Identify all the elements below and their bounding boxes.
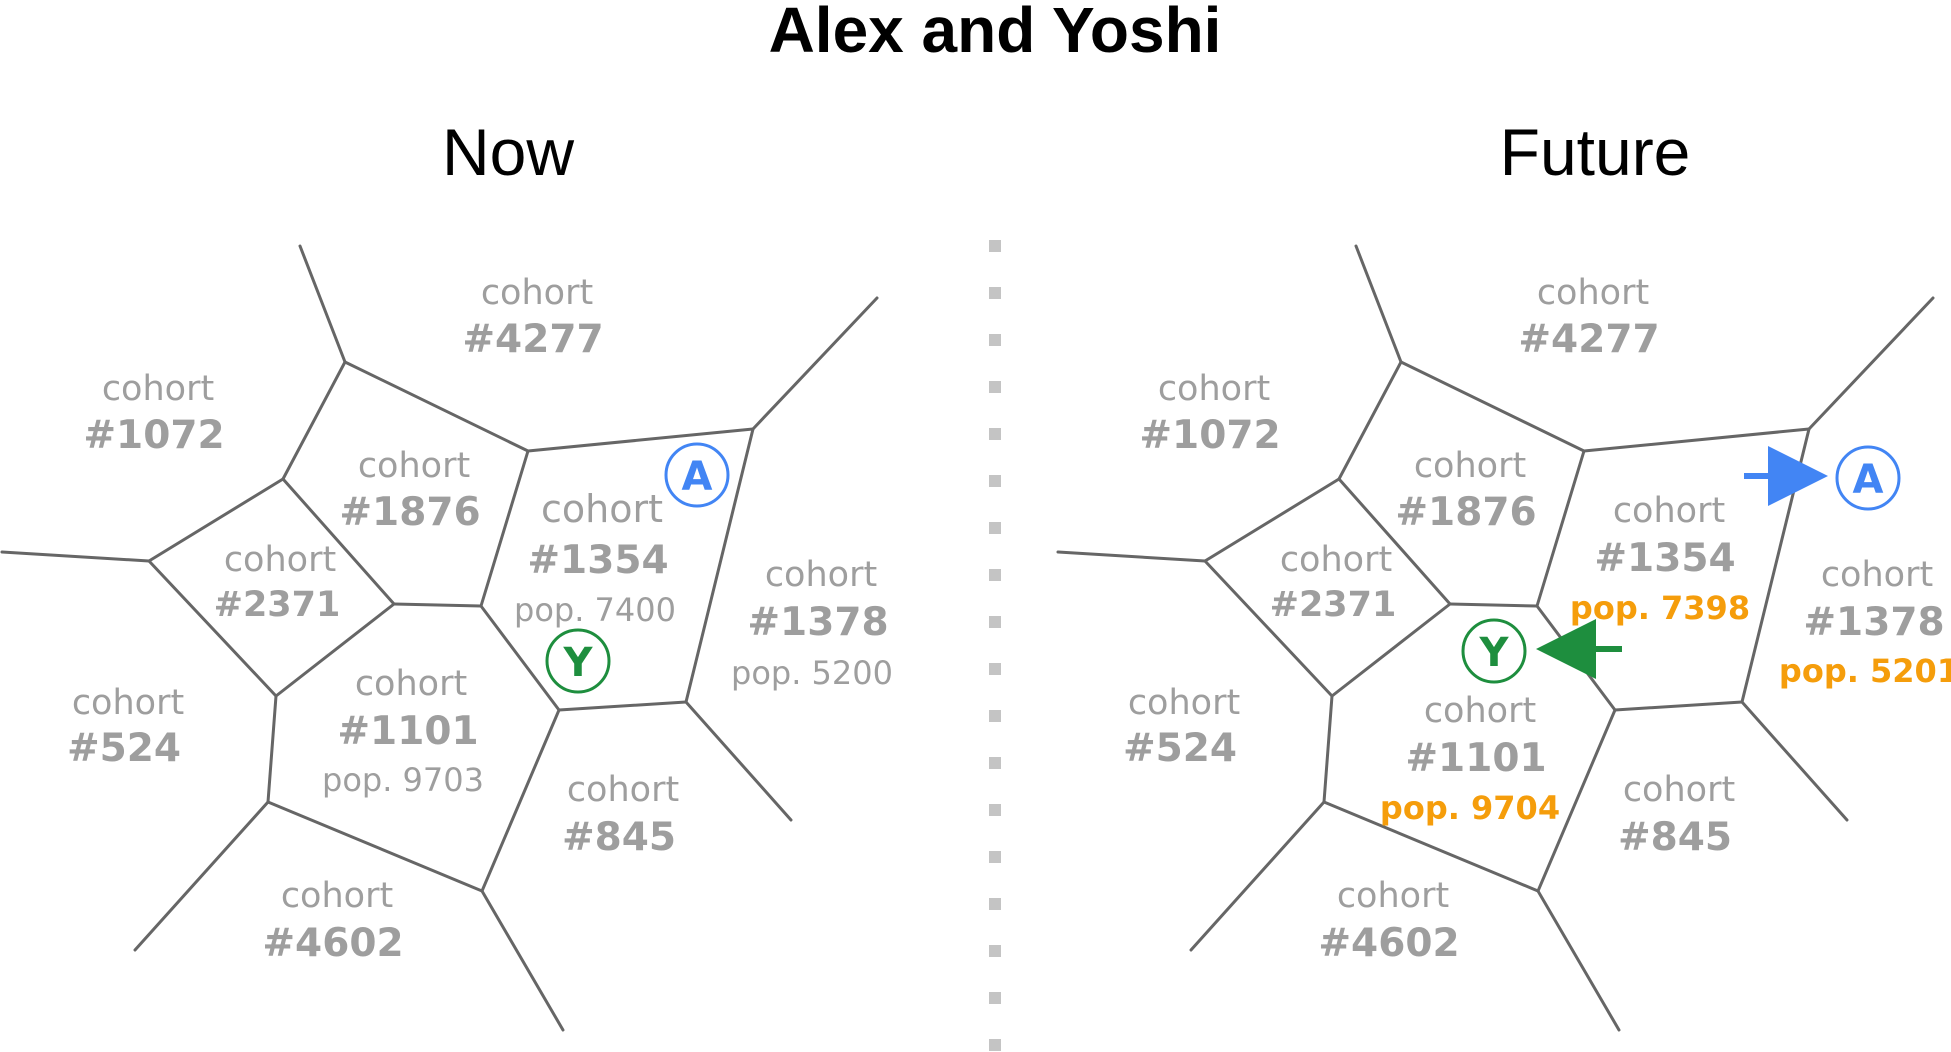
cohort-4277: cohort #4277 <box>1518 273 1659 362</box>
alex-marker: A <box>1744 445 1901 511</box>
cohort-2371: cohort #2371 <box>214 540 341 625</box>
cohort-1354: cohort #1354 pop. 7400 <box>514 487 676 629</box>
cohort-1876: cohort #1876 <box>339 446 480 535</box>
cohort-population: pop. 5200 <box>731 654 893 692</box>
now-panel: cohort #4277 cohort #1072 cohort #1876 c… <box>0 244 893 1032</box>
now-cell-edges <box>0 244 879 1032</box>
alex-marker-letter: A <box>1853 457 1884 503</box>
cohort-population: pop. 7400 <box>514 591 676 629</box>
cohort-number: #1378 <box>1803 600 1944 645</box>
cohort-word: cohort <box>1623 770 1735 810</box>
cohort-4602: cohort #4602 <box>1318 876 1459 966</box>
future-panel: cohort #4277 cohort #1072 cohort #1876 c… <box>1056 244 1951 1032</box>
cohort-number: #845 <box>562 815 676 860</box>
cohort-word: cohort <box>1337 876 1449 916</box>
cohort-number: #4602 <box>262 921 403 966</box>
cohort-number: #1876 <box>339 490 480 535</box>
cohort-524: cohort #524 <box>67 683 184 771</box>
cohort-word: cohort <box>281 876 393 916</box>
cohort-number: #524 <box>67 726 181 771</box>
cohort-1072: cohort #1072 <box>1139 369 1280 458</box>
cohort-word: cohort <box>481 273 593 313</box>
cohort-word: cohort <box>1280 540 1392 580</box>
cohort-word: cohort <box>1414 446 1526 486</box>
cohort-population: pop. 9704 <box>1380 789 1560 827</box>
yoshi-marker-letter: Y <box>563 640 594 686</box>
cohort-word: cohort <box>1128 683 1240 723</box>
cohort-population: pop. 7398 <box>1570 589 1750 627</box>
cohort-number: #1101 <box>1405 736 1546 781</box>
cohort-1378: cohort #1378 pop. 5200 <box>731 555 893 692</box>
cohort-word: cohort <box>355 664 467 704</box>
cohort-524: cohort #524 <box>1123 683 1240 771</box>
now-heading: Now <box>442 115 574 189</box>
future-cell-edges <box>1056 244 1935 1032</box>
yoshi-marker: Y <box>1461 618 1622 684</box>
cohort-number: #1378 <box>747 600 888 645</box>
cohort-number: #1072 <box>1139 413 1280 458</box>
future-heading: Future <box>1500 115 1691 189</box>
cohort-4602: cohort #4602 <box>262 876 403 966</box>
cohort-1101: cohort #1101 pop. 9704 <box>1380 691 1560 827</box>
cohort-number: #4277 <box>1518 317 1659 362</box>
cohort-word: cohort <box>1537 273 1649 313</box>
cohort-number: #1354 <box>1594 536 1735 581</box>
cohort-number: #2371 <box>214 585 341 625</box>
diagram-title: Alex and Yoshi <box>769 0 1222 66</box>
cohort-1378: cohort #1378 pop. 5201 <box>1779 555 1951 690</box>
cohort-word: cohort <box>765 555 877 595</box>
cohort-word: cohort <box>1158 369 1270 409</box>
alex-marker: A <box>664 442 730 508</box>
cohort-2371: cohort #2371 <box>1270 540 1397 625</box>
cohort-number: #4277 <box>462 317 603 362</box>
cohort-word: cohort <box>1613 491 1725 531</box>
cohort-word: cohort <box>567 770 679 810</box>
cohort-number: #845 <box>1618 815 1732 860</box>
yoshi-marker: Y <box>545 628 611 694</box>
cohort-word: cohort <box>358 446 470 486</box>
cohort-word: cohort <box>541 487 663 531</box>
cohort-number: #2371 <box>1270 585 1397 625</box>
cohort-word: cohort <box>224 540 336 580</box>
cohort-number: #1072 <box>83 413 224 458</box>
cohort-1354: cohort #1354 pop. 7398 <box>1570 491 1750 627</box>
cohort-number: #4602 <box>1318 921 1459 966</box>
cohort-4277: cohort #4277 <box>462 273 603 362</box>
cohort-word: cohort <box>1821 555 1933 595</box>
cohort-number: #1101 <box>337 709 478 754</box>
cohort-number: #1354 <box>527 538 668 583</box>
cohort-number: #524 <box>1123 726 1237 771</box>
cohort-1876: cohort #1876 <box>1395 446 1536 535</box>
cohort-population: pop. 9703 <box>322 761 484 799</box>
cohort-845: cohort #845 <box>1618 770 1735 860</box>
cohort-1072: cohort #1072 <box>83 369 224 458</box>
cohort-population: pop. 5201 <box>1779 652 1951 690</box>
cohort-word: cohort <box>72 683 184 723</box>
cohort-845: cohort #845 <box>562 770 679 860</box>
yoshi-marker-letter: Y <box>1479 630 1510 676</box>
alex-marker-letter: A <box>682 454 713 500</box>
cohort-number: #1876 <box>1395 490 1536 535</box>
cohort-word: cohort <box>1424 691 1536 731</box>
cohort-1101: cohort #1101 pop. 9703 <box>322 664 484 799</box>
cohort-word: cohort <box>102 369 214 409</box>
